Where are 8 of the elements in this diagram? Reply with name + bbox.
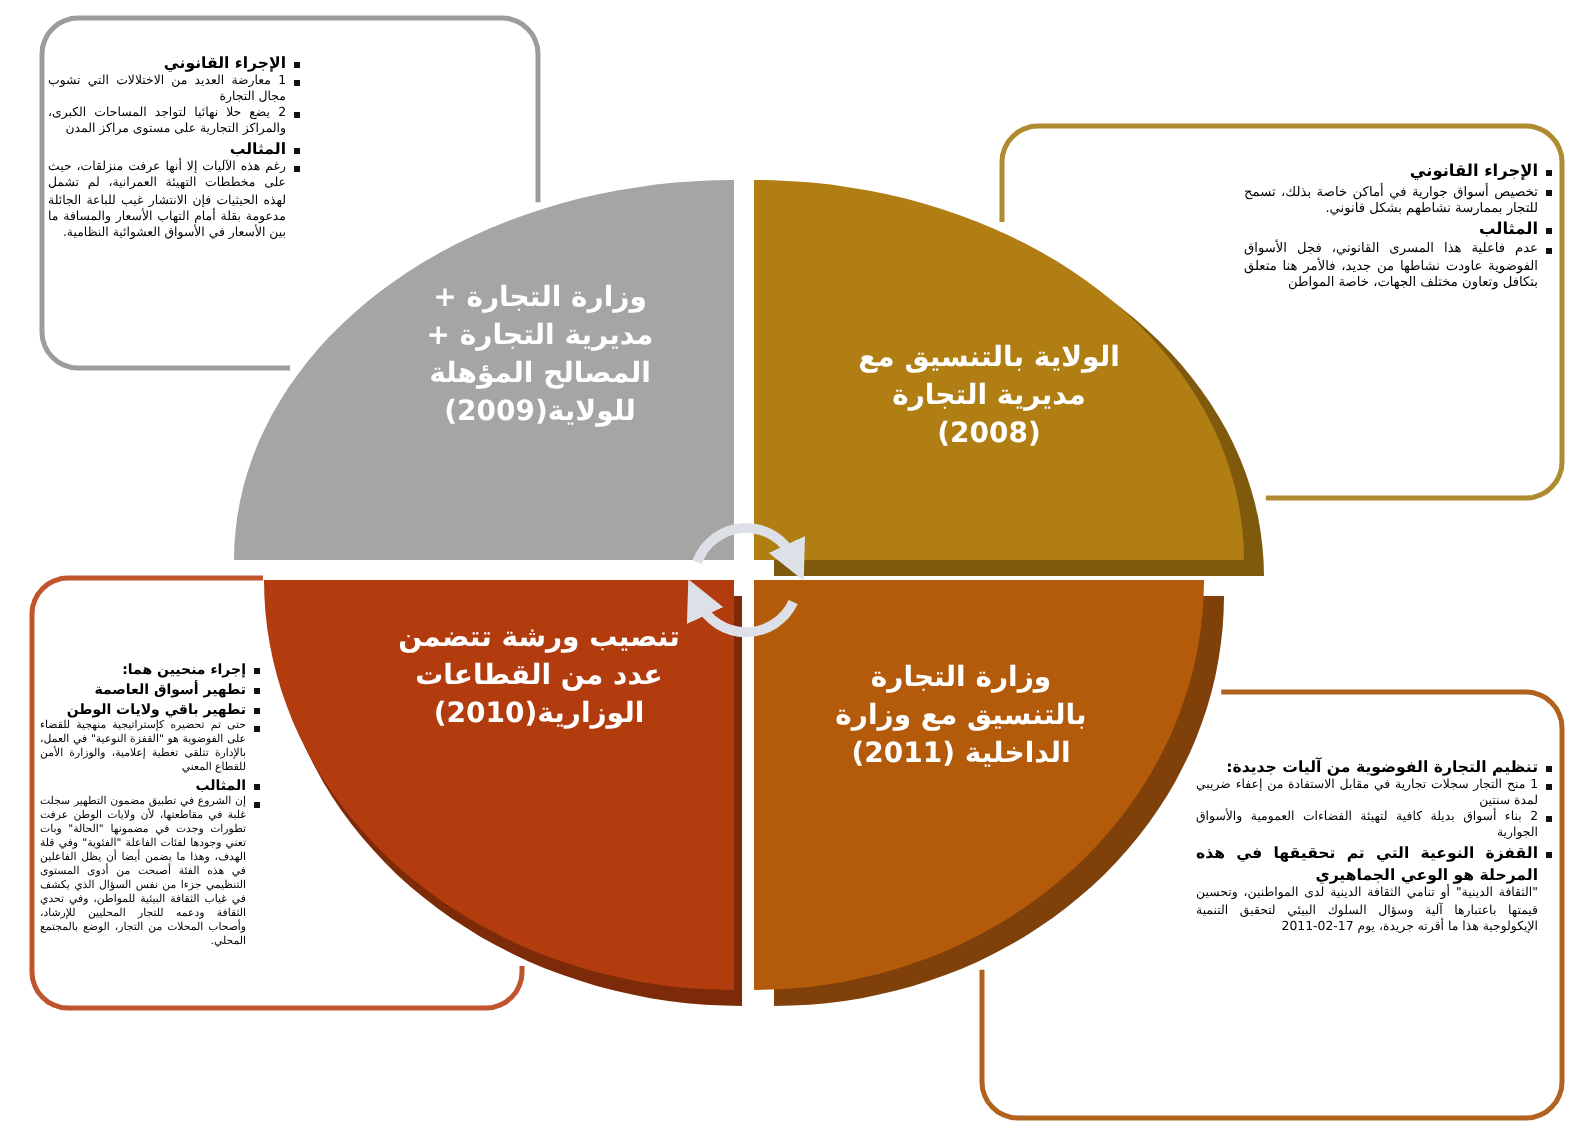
circular-arrow bbox=[692, 523, 806, 580]
circular-arrow bbox=[686, 580, 798, 638]
section-heading: المثالب bbox=[1476, 217, 1538, 241]
segment-label: وزارة التجارة بالتنسيق مع وزارة الداخلية (2011) bbox=[833, 660, 1089, 774]
section-heading: الإجراء القانوني bbox=[1407, 160, 1538, 183]
segment-label: وزارة التجارة + مديرية التجارة + المصالح المؤهلة للولاية(2009) bbox=[424, 280, 656, 432]
segment-label: تنصيب ورشة تتضمن عدد من القطاعات الوزارية(2010) bbox=[396, 620, 682, 734]
segment-label: الولاية بالتنسيق مع مديرية التجارة (2008) bbox=[856, 340, 1122, 454]
